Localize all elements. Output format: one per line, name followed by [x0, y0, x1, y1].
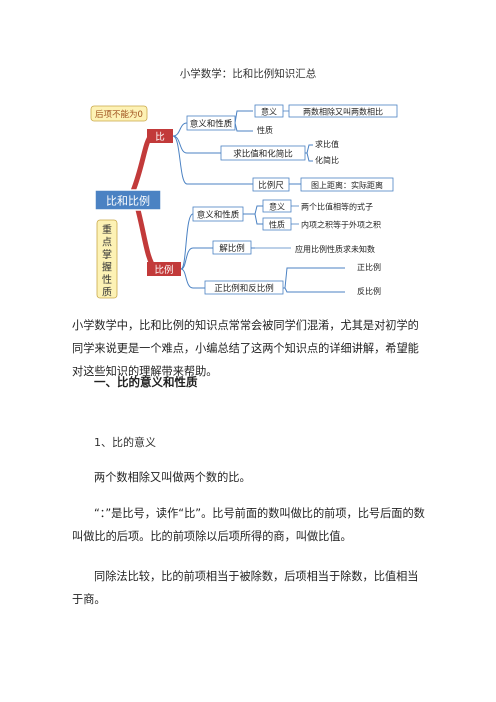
paragraph-ratio-sign: “：”是比号，读作“比”。比号前面的数叫做比的前项，比号后面的数叫做比的后项。比… — [72, 507, 425, 543]
root-label: 比和比例 — [106, 194, 150, 208]
bili-props: 性质 — [269, 220, 285, 230]
note-side-char: 性 — [102, 273, 112, 286]
bili-solve-def: 应用比例性质求未知数 — [295, 244, 375, 254]
note-side-char: 握 — [102, 261, 112, 274]
branch-to-bili — [134, 203, 158, 271]
bili-negative: 反比例 — [357, 286, 381, 296]
bi-meaning-props: 意义和性质 — [190, 119, 233, 130]
note-side-char: 掌 — [102, 249, 112, 261]
bi-simplify: 求比值和化简比 — [233, 149, 293, 160]
bi-simplify-ratio: 化简比 — [315, 155, 339, 165]
bili-props-def: 内项之积等于外项之积 — [301, 220, 381, 230]
bili-meaning: 意义 — [269, 202, 285, 212]
bi-meaning: 意义 — [261, 107, 277, 117]
note-side-char: 质 — [102, 287, 112, 299]
bili-node — [147, 262, 181, 276]
bi-scale-def: 图上距离：实际距离 — [311, 180, 383, 190]
section-heading: 一、比的意义和性质 — [94, 375, 198, 389]
bi-find-ratio: 求比值 — [315, 139, 339, 149]
bi-label: 比 — [155, 131, 165, 143]
branch-to-bi — [130, 133, 154, 194]
note-top-label: 后项不能为0 — [95, 109, 143, 120]
root-node — [94, 189, 162, 211]
subsection-heading: 1、比的意义 — [94, 436, 156, 449]
bili-pos-neg: 正比例和反比例 — [214, 283, 274, 294]
note-side-char: 重 — [102, 223, 112, 236]
bi-props: 性质 — [257, 125, 273, 135]
note-side — [96, 219, 118, 299]
bili-solve: 解比例 — [219, 243, 245, 254]
bili-meaning-def: 两个比值相等的式子 — [301, 202, 373, 212]
bili-meaning-props: 意义和性质 — [197, 210, 240, 221]
bili-label: 比例 — [154, 264, 173, 276]
bi-node — [147, 129, 173, 143]
note-side-char: 点 — [102, 237, 112, 249]
document-title: 小学数学：比和比例知识汇总 — [179, 68, 317, 80]
bi-meaning-def: 两数相除又叫两数相比 — [303, 107, 383, 117]
note-top — [90, 105, 148, 122]
bili-positive: 正比例 — [357, 262, 381, 272]
paragraph-comparison: 同除法比较，比的前项相当于被除数，后项相当于除数，比值相当于商。 — [72, 570, 419, 606]
paragraph-definition: 两个数相除又叫做两个数的比。 — [94, 471, 251, 484]
intro-paragraph: 小学数学中，比和比例的知识点常常会被同学们混淆，尤其是对初学的同学来说更是一个难… — [72, 319, 419, 378]
bi-scale: 比例尺 — [258, 180, 284, 191]
